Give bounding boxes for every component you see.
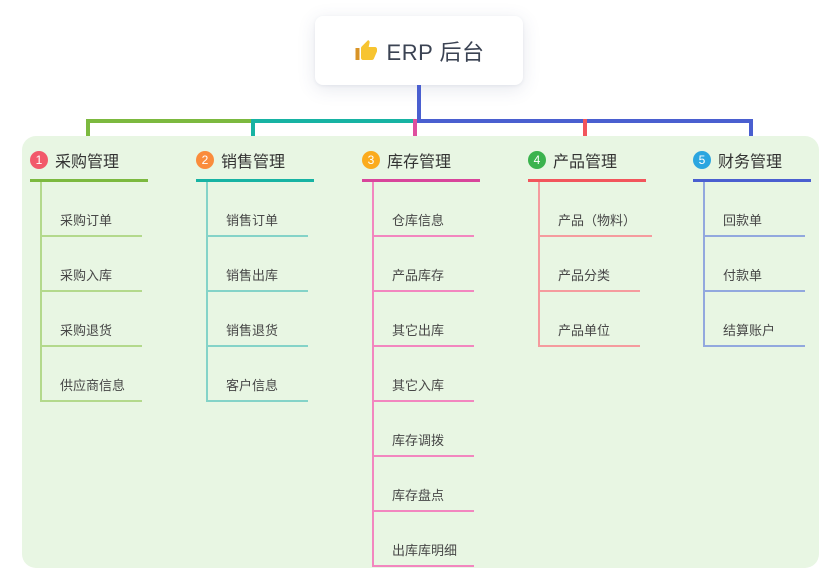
branch-header-sales[interactable]: 2 销售管理 — [196, 148, 314, 182]
branch-label: 销售管理 — [221, 154, 286, 171]
connector-bus-purchase — [86, 119, 251, 123]
branch-badge: 5 — [693, 151, 711, 169]
children-list: 仓库信息产品库存其它出库其它入库库存调拨库存盘点出库库明细 — [372, 182, 480, 567]
child-node[interactable]: 销售退货 — [208, 292, 308, 347]
connector-bus-sales — [251, 119, 413, 123]
children-list: 采购订单采购入库采购退货供应商信息 — [40, 182, 148, 402]
root-node[interactable]: ERP 后台 — [315, 16, 523, 85]
children-list: 销售订单销售出库销售退货客户信息 — [206, 182, 314, 402]
child-node[interactable]: 库存调拨 — [374, 402, 474, 457]
branch-badge: 2 — [196, 151, 214, 169]
child-node[interactable]: 其它入库 — [374, 347, 474, 402]
child-node[interactable]: 客户信息 — [208, 347, 308, 402]
branch-badge: 4 — [528, 151, 546, 169]
child-node[interactable]: 采购订单 — [42, 182, 142, 237]
branch-panel — [22, 136, 819, 568]
child-node[interactable]: 结算账户 — [705, 292, 805, 347]
connector-drop-purchase — [86, 119, 90, 150]
child-node[interactable]: 销售出库 — [208, 237, 308, 292]
branch-header-finance[interactable]: 5 财务管理 — [693, 148, 811, 182]
child-node[interactable]: 采购退货 — [42, 292, 142, 347]
thumbs-up-icon — [355, 39, 377, 60]
child-node[interactable]: 产品分类 — [540, 237, 640, 292]
children-list: 回款单付款单结算账户 — [703, 182, 811, 347]
root-label: ERP 后台 — [386, 39, 485, 65]
branch-header-inventory[interactable]: 3 库存管理 — [362, 148, 480, 182]
child-node[interactable]: 产品（物料） — [540, 182, 653, 237]
child-node[interactable]: 销售订单 — [208, 182, 308, 237]
branch-inventory: 3 库存管理 仓库信息产品库存其它出库其它入库库存调拨库存盘点出库库明细 — [362, 148, 480, 567]
branch-sales: 2 销售管理 销售订单销售出库销售退货客户信息 — [196, 148, 314, 402]
child-node[interactable]: 回款单 — [705, 182, 805, 237]
branch-header-purchase[interactable]: 1 采购管理 — [30, 148, 148, 182]
child-node[interactable]: 仓库信息 — [374, 182, 474, 237]
branch-label: 产品管理 — [553, 154, 618, 171]
children-list: 产品（物料）产品分类产品单位 — [538, 182, 653, 347]
branch-purchase: 1 采购管理 采购订单采购入库采购退货供应商信息 — [30, 148, 148, 402]
branch-badge: 1 — [30, 151, 48, 169]
connector-drop-sales — [251, 119, 255, 150]
child-node[interactable]: 产品单位 — [540, 292, 640, 347]
child-node[interactable]: 产品库存 — [374, 237, 474, 292]
branch-finance: 5 财务管理 回款单付款单结算账户 — [693, 148, 811, 347]
branch-label: 财务管理 — [718, 154, 783, 171]
child-node[interactable]: 采购入库 — [42, 237, 142, 292]
branch-product: 4 产品管理 产品（物料）产品分类产品单位 — [528, 148, 653, 347]
branch-header-product[interactable]: 4 产品管理 — [528, 148, 646, 182]
child-node[interactable]: 付款单 — [705, 237, 805, 292]
child-node[interactable]: 供应商信息 — [42, 347, 142, 402]
connector-drop-inventory — [413, 119, 417, 150]
branch-badge: 3 — [362, 151, 380, 169]
child-node[interactable]: 出库库明细 — [374, 512, 474, 567]
connector-drop-product — [583, 119, 587, 150]
connector-drop-finance — [749, 119, 753, 150]
branch-label: 库存管理 — [387, 154, 452, 171]
branch-label: 采购管理 — [55, 154, 120, 171]
connector-root-stem — [417, 85, 421, 123]
child-node[interactable]: 其它出库 — [374, 292, 474, 347]
child-node[interactable]: 库存盘点 — [374, 457, 474, 512]
